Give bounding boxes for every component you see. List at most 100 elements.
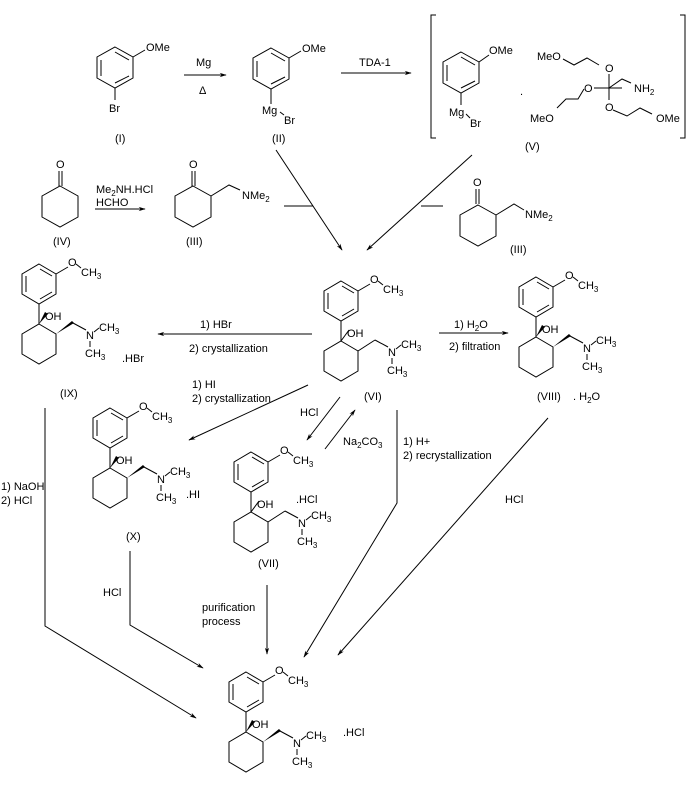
reagent-hi: 1) HI (192, 379, 216, 391)
reagent-hcl: HCl (505, 494, 523, 506)
methoxy-label: MeO (530, 113, 554, 125)
compound-III: O NMe2 (III) (174, 159, 270, 248)
cyclohexane-ring (323, 340, 359, 382)
methoxy-oxygen: O (280, 445, 289, 457)
reagent-hcl: HCl (300, 407, 318, 419)
magnesium-label: Mg (262, 105, 277, 117)
bromo-label: Br (109, 103, 120, 115)
compound-V: OMe Mg Br . MeO O O NH2 O OMe MeO (V) (430, 14, 686, 153)
nitrogen-label: N (583, 343, 591, 355)
benzene-ring (323, 280, 359, 322)
nitrogen-label: N (298, 518, 306, 530)
stereo-wedge (553, 334, 571, 347)
compound-label-IX: (IX) (60, 388, 78, 400)
nitrogen-label: N (388, 347, 396, 359)
methoxy-oxygen: O (139, 401, 148, 413)
benzene-ring (233, 451, 269, 493)
methyl-label: CH3 (306, 730, 327, 744)
tda1-ligand: MeO O O NH2 O OMe MeO (530, 51, 680, 125)
methyl-label: CH3 (387, 365, 408, 379)
methyl-label: CH3 (582, 361, 603, 375)
reagent-tda1: TDA-1 (359, 57, 391, 69)
compound-label: (I) (115, 133, 125, 145)
methyl-label: CH3 (596, 335, 617, 349)
compound-label: (III) (186, 236, 203, 248)
methyl-label: CH3 (288, 675, 309, 689)
methyl-label: CH3 (401, 339, 422, 353)
cyclohexane-ring (92, 467, 128, 509)
bromo-label: Br (470, 118, 481, 130)
arrow-VI-to-X (188, 384, 309, 441)
arrow-II-to-VI (275, 149, 343, 251)
stereo-wedge (263, 729, 281, 742)
reagent-hbr: 1) HBr (200, 319, 232, 331)
methyl-label: CH3 (85, 348, 106, 362)
salt-label-X: .HI (186, 489, 200, 501)
methoxy-oxygen: O (370, 274, 379, 286)
methyl-label: CH3 (99, 322, 120, 336)
methoxy-label: OMe (302, 43, 326, 55)
compound-label: (IV) (53, 236, 71, 248)
methyl-label: CH3 (156, 492, 177, 506)
arrow-VI-to-final (303, 410, 398, 658)
methoxy-label: MeO (537, 51, 561, 63)
reagent-hcl: HCl (103, 587, 121, 599)
stereo-wedge (127, 465, 145, 478)
methyl-label: CH3 (383, 284, 404, 298)
hydroxyl-label: OH (116, 455, 133, 467)
hydroxyl-label: OH (542, 324, 559, 336)
complex-dot: . (520, 86, 523, 98)
salt-label-VII: .HCl (296, 494, 317, 506)
methyl-label: CH3 (81, 267, 102, 281)
right-bracket (680, 14, 686, 139)
methoxy-oxygen: O (275, 665, 284, 677)
reagent-sodium-carbonate: Na2CO3 (343, 436, 383, 450)
arrow-X-to-final (129, 551, 204, 669)
methoxy-label: OMe (656, 113, 680, 125)
reagent-dimethylamine: Me2NH.HCl (96, 184, 153, 198)
methyl-label: CH3 (292, 756, 313, 770)
reagent-crystallization: 2) crystallization (189, 343, 268, 355)
reagent-filtration: 2) filtration (449, 341, 500, 353)
compound-III-b: O NMe2 (III) (459, 177, 553, 256)
methyl-label: CH3 (297, 536, 318, 550)
nitrogen-label: N (86, 330, 94, 342)
reagent-crystallization: 2) crystallization (192, 393, 271, 405)
cyclohexane-ring (21, 323, 57, 365)
hydroxyl-label: OH (252, 719, 269, 731)
methoxy-label: OMe (489, 45, 513, 57)
methyl-label: CH3 (293, 455, 314, 469)
methyl-label: CH3 (578, 280, 599, 294)
left-bracket (430, 14, 436, 139)
hydroxyl-label: OH (257, 499, 274, 511)
reagent-heat: Δ (199, 85, 207, 97)
salt-label-final: .HCl (343, 727, 364, 739)
compound-IV: O (IV) (41, 159, 79, 248)
stereo-wedge (110, 456, 119, 468)
benzene-ring (252, 47, 290, 90)
nitrogen-label: N (157, 474, 165, 486)
methyl-label: CH3 (311, 510, 332, 524)
ether-oxygen: O (584, 83, 593, 95)
methyl-label: CH3 (152, 411, 173, 425)
dimethylamino-label: NMe2 (242, 190, 270, 204)
ether-oxygen: O (605, 102, 614, 114)
arrow-VII-to-VI (324, 409, 356, 450)
reagent-recrystallization: 2) recrystallization (403, 450, 492, 462)
carbonyl-oxygen: O (189, 159, 198, 171)
methoxy-oxygen: O (565, 270, 574, 282)
magnesium-label: Mg (449, 107, 464, 119)
amine-label: NH2 (634, 83, 655, 97)
salt-label-VIII: . H2O (573, 391, 601, 405)
carbonyl-oxygen: O (56, 159, 65, 171)
benzene-ring (92, 407, 128, 449)
compound-I: OMe Br (I) (96, 42, 170, 145)
reagent-acid: 1) H+ (403, 436, 430, 448)
compound-label-VIII: (VIII) (537, 391, 561, 403)
reagent-water: 1) H2O (454, 319, 488, 333)
